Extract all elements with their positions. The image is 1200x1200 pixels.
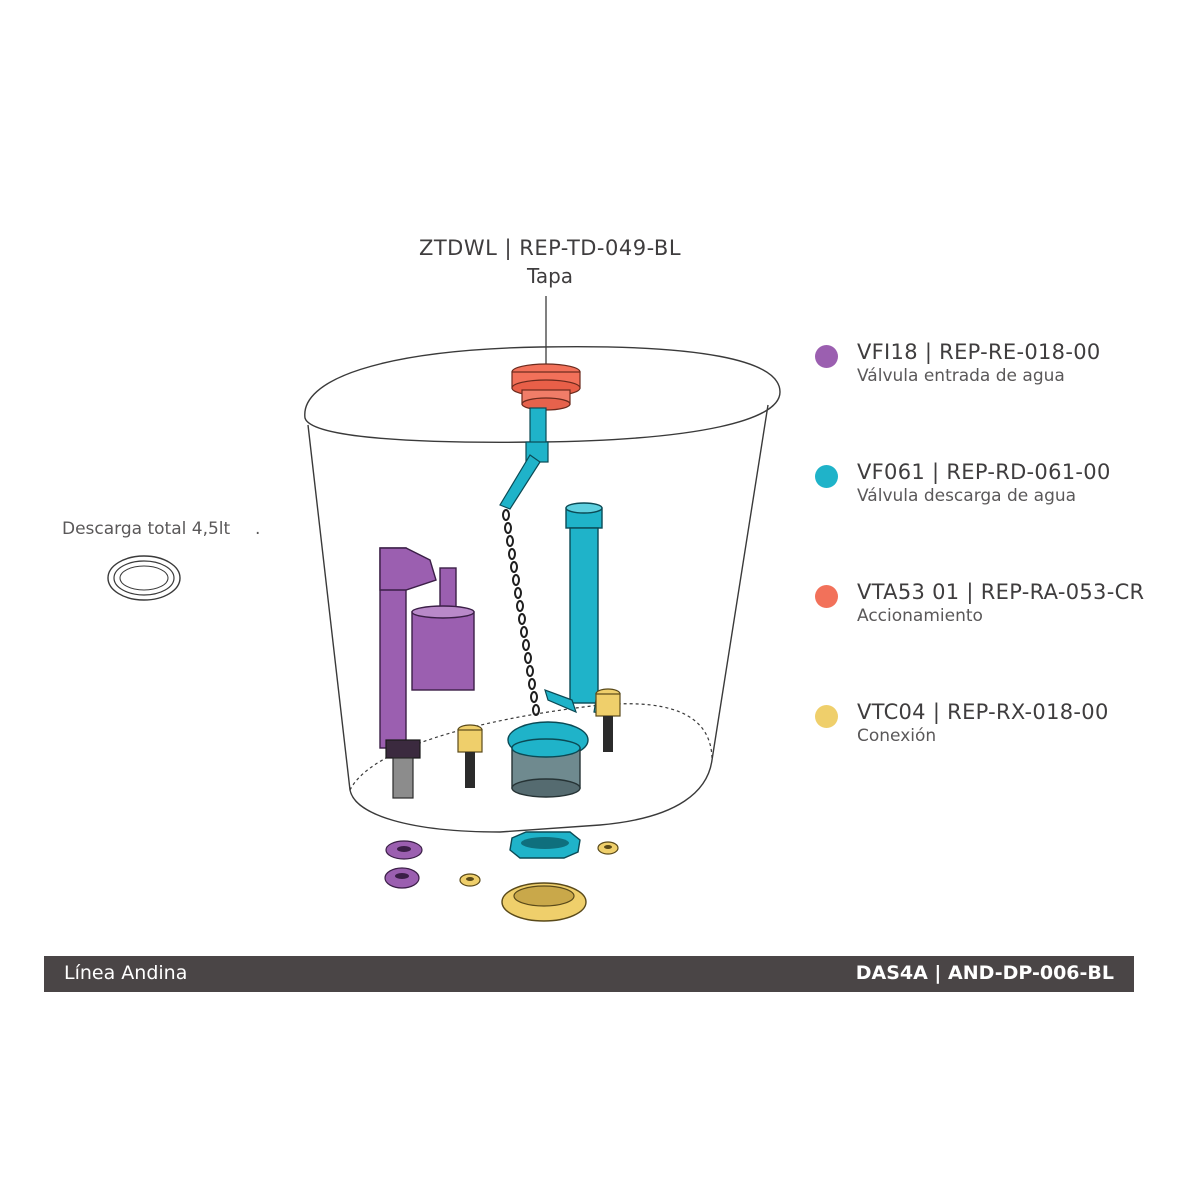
bolt-right-part [595, 688, 621, 752]
footer-bar: Línea Andina DAS4A | AND-DP-006-BL [44, 956, 1134, 992]
legend-dot-purple [815, 345, 838, 368]
product-line-label: Línea Andina [64, 962, 188, 984]
legend-description: Conexión [857, 726, 937, 746]
tank-body-outline [307, 404, 769, 833]
gold-nut-small-left [459, 873, 481, 887]
teal-lock-nut [509, 831, 581, 859]
purple-nut [384, 867, 420, 889]
legend-code: VFI18 | REP-RE-018-00 [857, 340, 1101, 364]
discharge-label-mark: . [255, 519, 261, 539]
lid-button-part [511, 363, 581, 411]
gold-nut-small-right [597, 841, 619, 855]
flush-chain [502, 509, 540, 716]
purple-washer-top [385, 840, 423, 860]
legend-dot-teal [815, 465, 838, 488]
legend-code: VF061 | REP-RD-061-00 [857, 460, 1111, 484]
legend-description: Válvula descarga de agua [857, 486, 1077, 506]
top-part-name: Tapa [526, 264, 574, 288]
gold-gasket [501, 882, 587, 922]
discharge-badge-icon [107, 555, 181, 601]
product-code-label: DAS4A | AND-DP-006-BL [855, 962, 1114, 984]
legend-code: VTA53 01 | REP-RA-053-CR [857, 580, 1145, 604]
legend-description: Válvula entrada de agua [857, 366, 1065, 386]
bolt-left-part [457, 724, 483, 788]
flush-lever-part [499, 407, 549, 510]
tank-bottom-dashed [349, 703, 713, 791]
tank-lid-outline [304, 345, 781, 443]
legend-description: Accionamiento [857, 606, 983, 626]
top-part-code: ZTDWL | REP-TD-049-BL [418, 236, 682, 260]
legend-dot-orange [815, 585, 838, 608]
fill-valve-part [379, 547, 475, 799]
legend-code: VTC04 | REP-RX-018-00 [857, 700, 1109, 724]
flush-valve-part [507, 502, 619, 798]
discharge-label: Descarga total 4,5lt [62, 519, 231, 539]
legend-dot-yellow [815, 705, 838, 728]
